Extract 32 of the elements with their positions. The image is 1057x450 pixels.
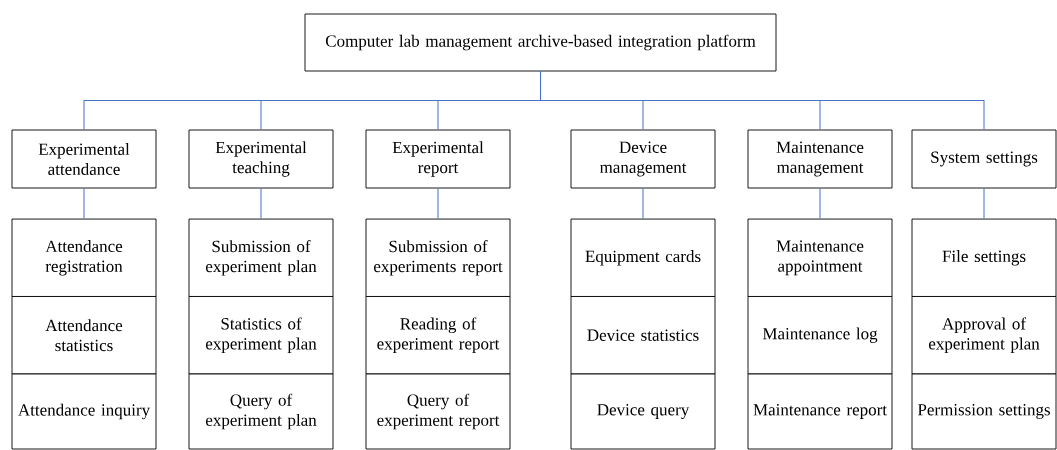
- function-box: Statistics of experiment plan: [188, 296, 334, 375]
- function-box: Equipment cards: [570, 218, 716, 297]
- category-box: Experimental report: [365, 129, 511, 189]
- function-box: Device query: [570, 373, 716, 450]
- function-box: Reading of experiment report: [365, 296, 511, 375]
- function-box: Query of experiment report: [365, 373, 511, 450]
- category-box: System settings: [911, 129, 1057, 189]
- function-box: Attendance statistics: [11, 296, 157, 375]
- function-box: Submission of experiment plan: [188, 218, 334, 297]
- function-box: Submission of experiments report: [365, 218, 511, 297]
- category-box: Experimental teaching: [188, 129, 334, 189]
- connector-line: [983, 187, 985, 220]
- function-box: Maintenance report: [747, 373, 893, 450]
- function-box: Maintenance appointment: [747, 218, 893, 297]
- connector-line: [540, 70, 985, 131]
- connector-line: [642, 187, 644, 220]
- category-box: Experimental attendance: [11, 129, 157, 189]
- function-box: Device statistics: [570, 296, 716, 375]
- function-box: Approval of experiment plan: [911, 296, 1057, 375]
- function-box: File settings: [911, 218, 1057, 297]
- connector-line: [83, 187, 85, 220]
- function-box: Query of experiment plan: [188, 373, 334, 450]
- category-box: Maintenance management: [747, 129, 893, 189]
- function-box: Attendance inquiry: [11, 373, 157, 450]
- connector-line: [437, 187, 439, 220]
- connector-line: [819, 187, 821, 220]
- function-box: Permission settings: [911, 373, 1057, 450]
- category-box: Device management: [570, 129, 716, 189]
- function-box: Attendance registration: [11, 218, 157, 297]
- connector-line: [260, 187, 262, 220]
- root-box: Computer lab management archive-based integration platform: [304, 13, 777, 72]
- function-box: Maintenance log: [747, 296, 893, 375]
